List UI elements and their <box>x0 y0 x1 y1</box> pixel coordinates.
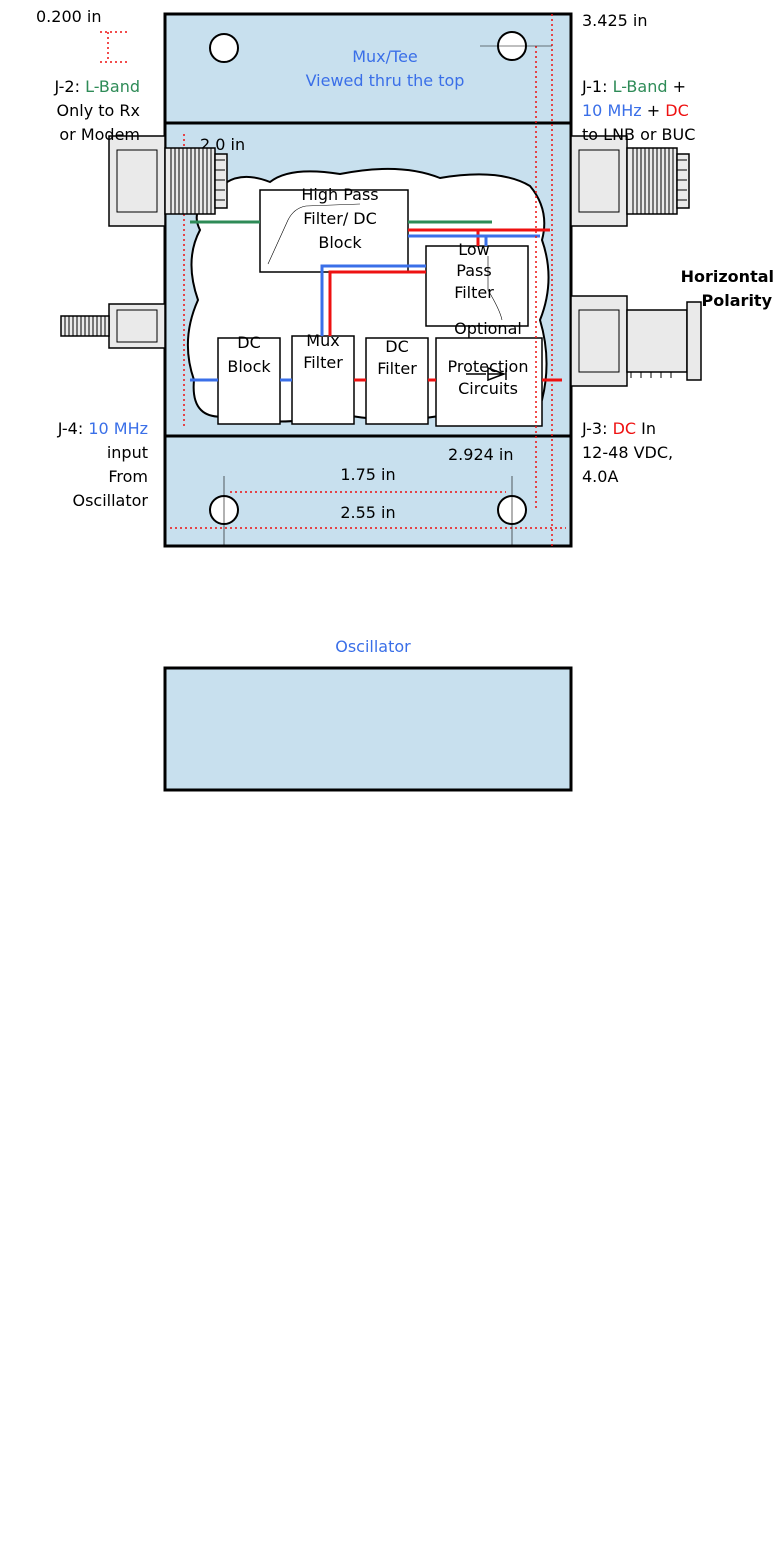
j3-label: J-3: DC In <box>581 419 656 438</box>
j3-desc: 12-48 VDC, <box>582 443 673 462</box>
dc-filter-label: DC <box>385 337 409 356</box>
dim-0200: 0.200 in <box>36 7 101 26</box>
high-pass-filter-label: High Pass <box>301 185 378 204</box>
j2-label: J-2: L-Band <box>54 77 141 96</box>
j4-label: J-4: 10 MHz <box>57 419 148 438</box>
j2-connector <box>108 135 228 227</box>
high-pass-filter-label: Filter/ DC <box>303 209 377 228</box>
dim-255: 2.55 in <box>340 503 395 522</box>
horizontal-polarity-label: Polarity <box>702 291 773 310</box>
dim-3425: 3.425 in <box>582 11 647 30</box>
j1-label: J-1: L-Band + <box>581 77 686 96</box>
top-title: Mux/Tee <box>352 47 418 66</box>
low-pass-filter-label: Filter <box>454 283 494 302</box>
mounting-hole <box>209 33 239 63</box>
top-subtitle: Viewed thru the top <box>306 71 465 90</box>
mux-filter-label: Filter <box>303 353 343 372</box>
dim-175: 1.75 in <box>340 465 395 484</box>
dim-2924: 2.924 in <box>448 445 513 464</box>
j1-desc: to LNB or BUC <box>582 125 695 144</box>
j4-connector <box>60 303 166 349</box>
horizontal-polarity-label: Horizontal <box>681 267 774 286</box>
j4-desc: From <box>108 467 148 486</box>
dc-filter-label: Filter <box>377 359 417 378</box>
top-mux-tee: Mux/Tee Viewed thru the top High Pass Fi… <box>36 7 702 548</box>
dc-block-label: DC <box>237 333 261 352</box>
protection-label: Protection <box>448 357 529 376</box>
dc-block-label: Block <box>227 357 271 376</box>
j1-connector <box>570 135 690 227</box>
mux-filter-label: Mux <box>306 331 339 350</box>
low-pass-filter-label: Pass <box>456 261 491 280</box>
protection-label: Optional <box>454 319 522 338</box>
protection-label: Circuits <box>458 379 518 398</box>
j4-desc: Oscillator <box>72 491 148 510</box>
oscillator-title: Oscillator <box>335 637 411 656</box>
j4-desc: input <box>107 443 148 462</box>
j1-desc: 10 MHz + DC <box>582 101 689 120</box>
high-pass-filter-label: Block <box>318 233 362 252</box>
j2-desc: Only to Rx <box>57 101 140 120</box>
low-pass-filter-label: Low <box>458 240 490 259</box>
j3-connector <box>570 295 702 387</box>
j3-desc: 4.0A <box>582 467 618 486</box>
j2-desc: or Modem <box>59 125 140 144</box>
